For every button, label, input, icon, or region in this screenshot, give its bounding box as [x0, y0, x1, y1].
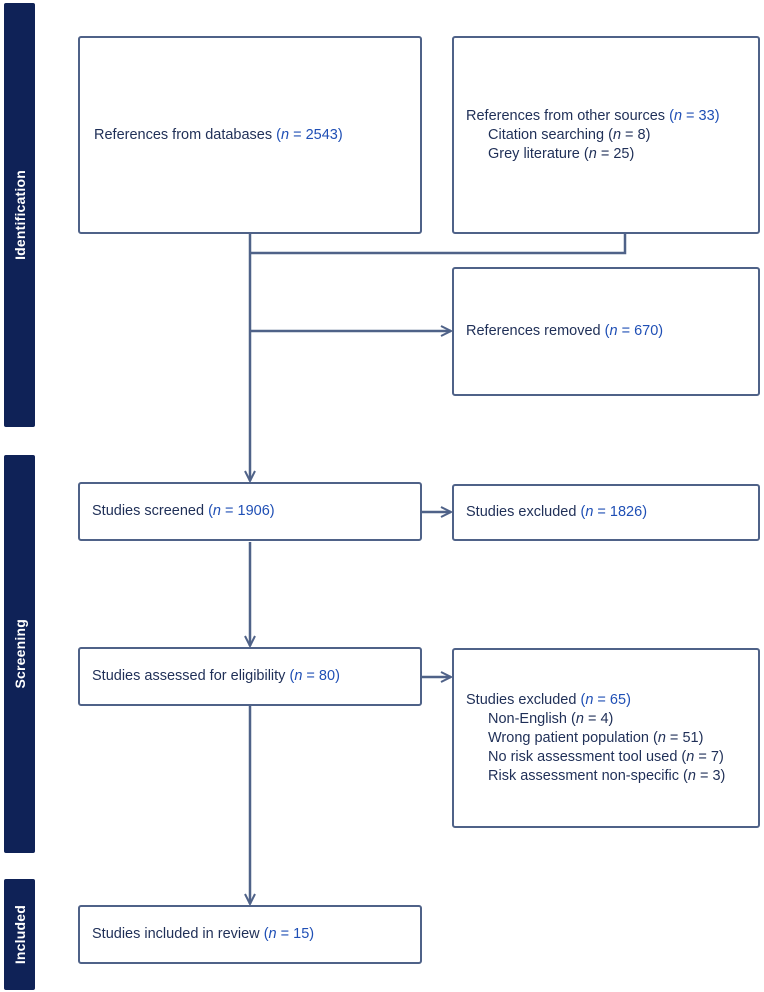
databases-label: References from databases: [94, 126, 273, 143]
removed-label: References removed: [466, 323, 601, 339]
included-count: (n = 15): [263, 926, 315, 942]
removed-count: (n = 670): [604, 323, 664, 339]
assessed-label: Studies assessed for eligibility: [92, 668, 286, 684]
box-studies-excluded-screening: Studies excluded (n = 1826): [452, 484, 760, 541]
screened-label: Studies screened: [92, 503, 205, 519]
databases-count: (n = 2543): [276, 126, 343, 143]
list-item: Non-English (n = 4): [488, 710, 614, 727]
list-item: Risk assessment non-specific (n = 3): [488, 767, 726, 784]
excluded-eligibility-count: (n = 65): [580, 691, 631, 708]
box-studies-assessed: Studies assessed for eligibility (n = 80…: [78, 647, 422, 706]
phase-screening: Screening: [4, 455, 35, 853]
excluded-eligibility-label: Studies excluded: [466, 691, 577, 708]
other-sources-label: References from other sources: [466, 107, 666, 124]
other-sources-count: (n = 33): [669, 107, 720, 124]
assessed-count: (n = 80): [289, 668, 340, 684]
merge-connector: [250, 233, 627, 255]
included-label: Studies included in review: [92, 926, 260, 942]
list-item: Wrong patient population (n = 51): [488, 729, 704, 746]
excluded-screening-count: (n = 1826): [580, 504, 648, 520]
box-references-removed: References removed (n = 670): [452, 267, 760, 396]
box-studies-included: Studies included in review (n = 15): [78, 905, 422, 964]
list-item: No risk assessment tool used (n = 7): [488, 748, 724, 765]
list-item: Grey literature (n = 25): [488, 145, 635, 162]
phase-identification: Identification: [4, 3, 35, 427]
list-item: Citation searching (n = 8): [488, 126, 651, 143]
box-studies-excluded-eligibility: Studies excluded (n = 65) Non-English (n…: [452, 648, 760, 828]
box-studies-screened: Studies screened (n = 1906): [78, 482, 422, 541]
box-references-other-sources: References from other sources (n = 33) C…: [452, 36, 760, 234]
phase-included: Included: [4, 879, 35, 990]
excluded-screening-label: Studies excluded: [466, 504, 577, 520]
box-references-databases: References from databases (n = 2543): [78, 36, 422, 234]
screened-count: (n = 1906): [208, 503, 275, 519]
